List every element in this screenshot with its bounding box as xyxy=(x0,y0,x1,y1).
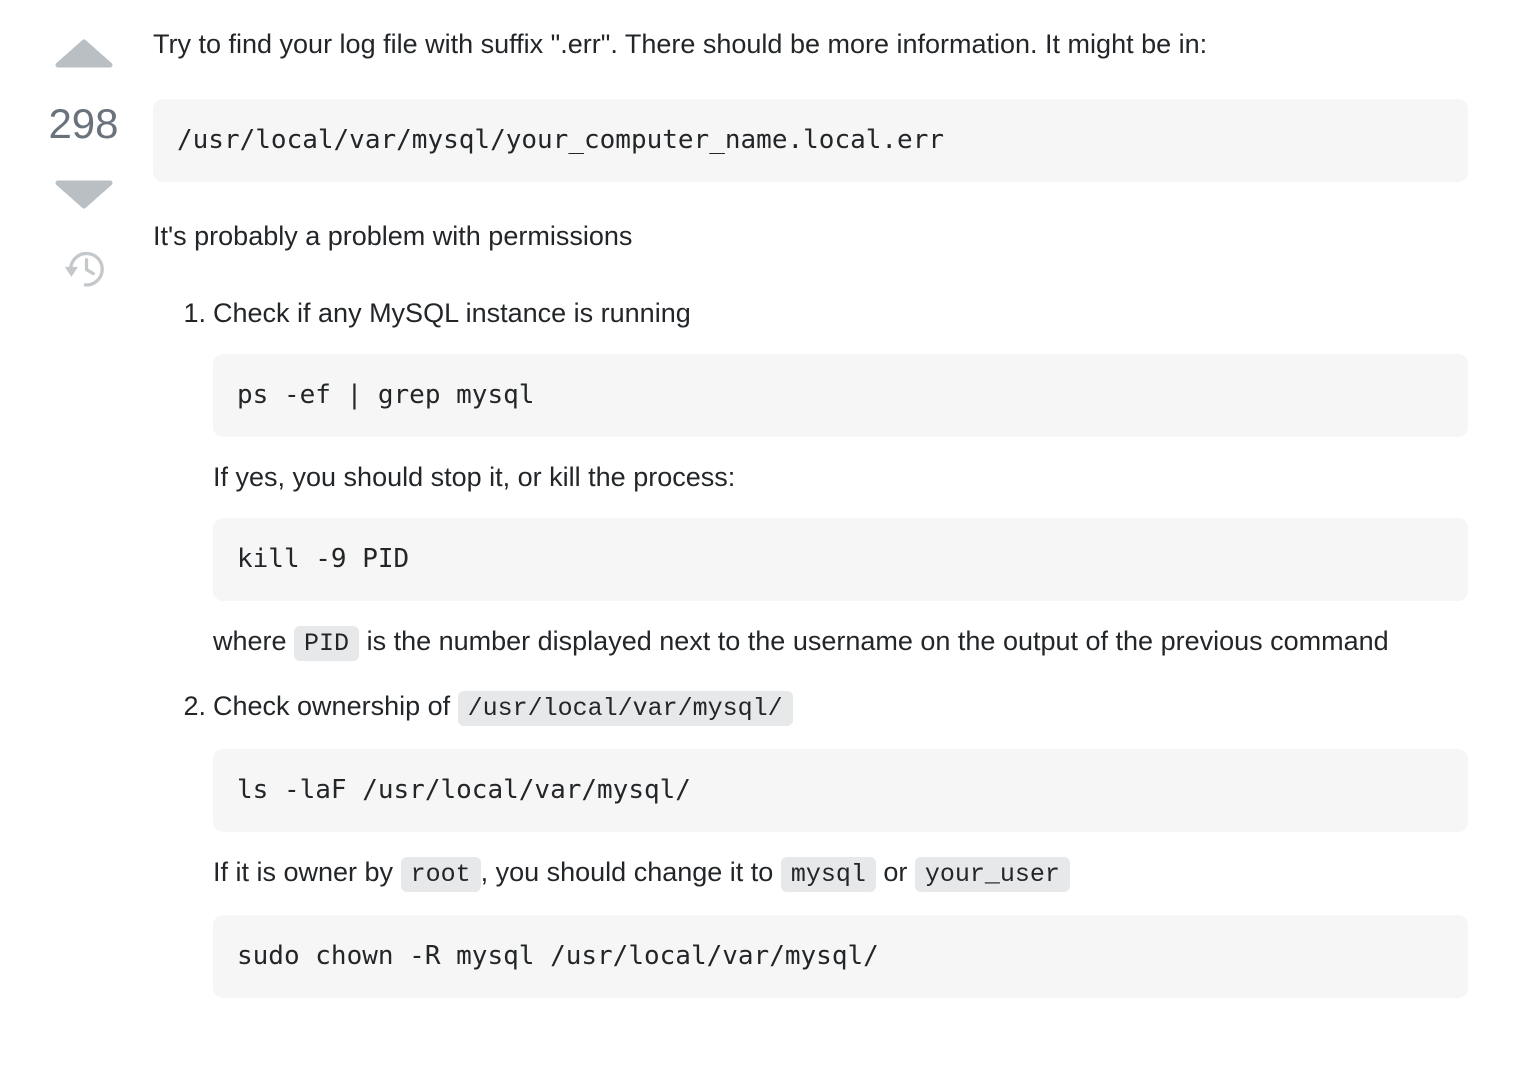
code-text: sudo chown -R mysql /usr/local/var/mysql… xyxy=(237,941,879,971)
history-icon xyxy=(61,251,107,295)
list-item-number: 2. xyxy=(183,691,206,721)
code-text: /usr/local/var/mysql/your_computer_name.… xyxy=(177,125,945,155)
upvote-icon xyxy=(53,39,115,72)
paragraph: If yes, you should stop it, or kill the … xyxy=(213,462,736,492)
upvote-button[interactable] xyxy=(53,38,115,69)
list-item-title: Check ownership of /usr/local/var/mysql/ xyxy=(213,684,793,731)
code-text: ps -ef | grep mysql xyxy=(237,380,535,410)
code-block: ls -laF /usr/local/var/mysql/ xyxy=(213,749,1468,832)
code-text: kill -9 PID xyxy=(237,544,410,574)
inline-code: mysql xyxy=(780,857,876,892)
inline-code: your_user xyxy=(914,857,1070,892)
ordered-list-item: 2.Check ownership of /usr/local/var/mysq… xyxy=(153,684,1468,731)
timeline-button[interactable] xyxy=(61,246,107,292)
vote-count: 298 xyxy=(48,100,119,147)
list-item-number: 1. xyxy=(183,298,206,328)
code-text: ls -laF /usr/local/var/mysql/ xyxy=(237,775,691,805)
ordered-list-item: 1.Check if any MySQL instance is running xyxy=(153,291,1468,336)
code-block: ps -ef | grep mysql xyxy=(213,354,1468,437)
inline-code: root xyxy=(400,857,481,892)
list-item-title: Check if any MySQL instance is running xyxy=(213,298,691,328)
vote-cell: 298 xyxy=(0,0,153,1076)
inline-code: PID xyxy=(294,626,360,661)
code-block: /usr/local/var/mysql/your_computer_name.… xyxy=(153,99,1468,182)
code-block: sudo chown -R mysql /usr/local/var/mysql… xyxy=(213,915,1468,998)
paragraph: Try to find your log file with suffix ".… xyxy=(153,29,1208,59)
downvote-button[interactable] xyxy=(53,179,115,210)
paragraph: It's probably a problem with permissions xyxy=(153,221,633,251)
paragraph: If it is owner by root, you should chang… xyxy=(213,850,1468,897)
code-block: kill -9 PID xyxy=(213,518,1468,601)
downvote-icon xyxy=(53,180,115,213)
inline-code: /usr/local/var/mysql/ xyxy=(457,691,793,726)
answer-body: Try to find your log file with suffix ".… xyxy=(153,0,1524,1076)
paragraph: where PID is the number displayed next t… xyxy=(213,619,1468,666)
